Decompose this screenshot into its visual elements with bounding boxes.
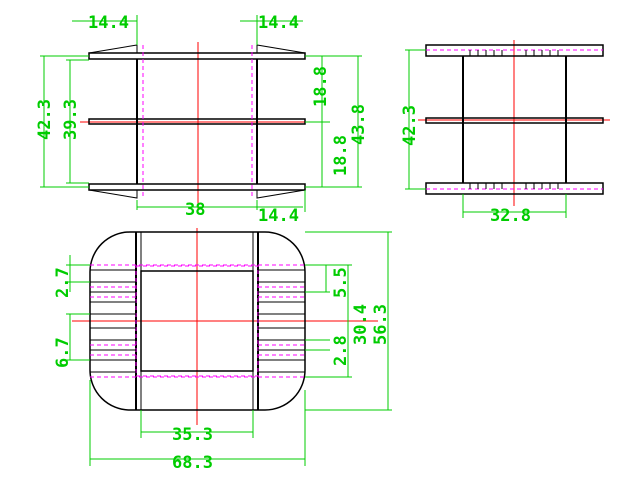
side-view: 42.3 32.8 <box>400 40 610 226</box>
side-middle-plate <box>425 117 604 124</box>
front-bottom-flange <box>88 183 306 191</box>
front-dim-flange-right-top: 14.4 <box>258 13 299 33</box>
front-dim-upper-gap: 18.8 <box>311 66 331 107</box>
top-dim-window-width: 35.3 <box>172 425 213 445</box>
top-outline <box>89 231 306 411</box>
side-dim-height: 42.3 <box>400 105 420 146</box>
top-dim-pin-width: 2.8 <box>331 335 351 366</box>
top-dim-pin-spacing: 5.5 <box>331 267 351 298</box>
front-dim-core-width: 38 <box>185 200 205 220</box>
front-top-right-taper <box>256 44 306 54</box>
side-dimension-lines <box>405 49 567 218</box>
top-dim-slot-pitch: 2.7 <box>53 267 73 298</box>
front-dimension-lines <box>40 15 362 212</box>
front-bottom-left-taper <box>88 189 138 199</box>
front-dim-height-outer: 42.3 <box>35 99 55 140</box>
side-slot-ticks <box>469 50 559 189</box>
top-dim-inner-span: 30.4 <box>351 304 371 345</box>
front-top-left-taper <box>88 44 138 54</box>
front-dim-height-inner: 39.3 <box>61 99 81 140</box>
front-dim-flange-left-top: 14.4 <box>88 13 129 33</box>
front-top-flange <box>88 52 306 60</box>
side-dim-core-width: 32.8 <box>490 206 531 226</box>
top-hidden-slots <box>90 264 305 378</box>
front-bottom-right-taper <box>256 189 306 199</box>
top-dimension-lines <box>66 231 392 466</box>
front-dim-flange-right-bottom: 14.4 <box>258 206 299 226</box>
top-window-hidden <box>135 265 259 377</box>
front-dim-lower-gap: 18.8 <box>331 135 351 176</box>
top-view: 2.7 6.7 5.5 2.8 30.4 56.3 35.3 68.3 <box>53 228 392 473</box>
top-left-slots <box>90 269 136 373</box>
front-view: 14.4 14.4 42.3 39.3 18.8 18.8 43.8 38 14… <box>35 13 369 226</box>
top-window <box>140 270 254 372</box>
top-dim-slot-group: 6.7 <box>53 337 73 368</box>
top-dim-overall-width: 68.3 <box>172 453 213 473</box>
top-right-slots <box>258 269 305 373</box>
front-dim-height-total: 43.8 <box>349 104 369 145</box>
top-dim-outer-span: 56.3 <box>371 304 391 345</box>
